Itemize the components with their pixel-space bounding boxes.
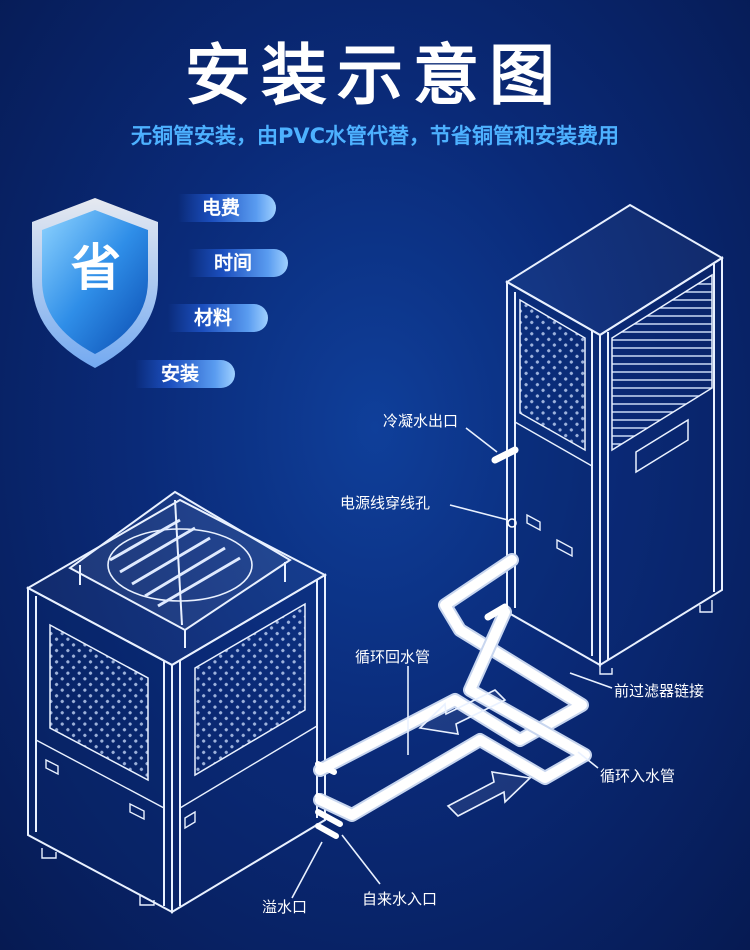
label-filter-link: 前过滤器链接 bbox=[614, 682, 705, 700]
saving-electricity: 电费 bbox=[178, 194, 276, 222]
flow-arrow-left bbox=[418, 689, 507, 735]
fan-guard bbox=[68, 490, 292, 648]
page-title: 安装示意图 bbox=[185, 37, 565, 114]
shield-save-text: 省 bbox=[71, 239, 121, 297]
saving-installation: 安装 bbox=[135, 360, 235, 388]
label-inlet-pipe: 循环入水管 bbox=[600, 767, 676, 785]
saving-material: 材料 bbox=[168, 304, 268, 332]
label-tap-inlet: 自来水入口 bbox=[362, 890, 438, 908]
shield-icon bbox=[32, 198, 158, 368]
pipes bbox=[313, 553, 592, 839]
leader-lines bbox=[291, 427, 613, 899]
outdoor-heat-pump-unit bbox=[25, 498, 328, 914]
label-overflow: 溢水口 bbox=[262, 898, 308, 916]
page-subtitle: 无铜管安装，由PVC水管代替，节省铜管和安装费用 bbox=[130, 124, 620, 148]
label-power-hole: 电源线穿线孔 bbox=[340, 494, 431, 512]
filter-connector bbox=[484, 603, 509, 621]
label-return-pipe: 循环回水管 bbox=[355, 648, 431, 666]
flow-arrow-right bbox=[446, 771, 532, 817]
power-cable-hole bbox=[507, 518, 517, 528]
label-condensate-outlet: 冷凝水出口 bbox=[383, 412, 459, 430]
saving-time: 时间 bbox=[188, 249, 288, 277]
indoor-water-tank-unit bbox=[505, 203, 724, 675]
condensate-outlet-stub bbox=[491, 446, 519, 464]
